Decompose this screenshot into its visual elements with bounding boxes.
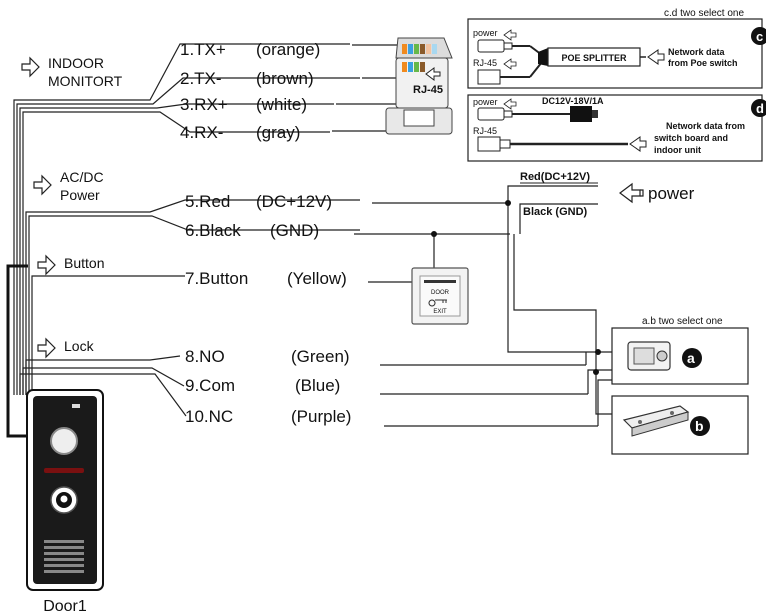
outline-arrow-icon xyxy=(37,337,56,359)
black-gnd-label: Black (GND) xyxy=(523,206,588,218)
indoor-monitor-group: INDOOR MONITORT xyxy=(21,55,123,89)
option-c-power-label: power xyxy=(473,28,498,38)
wire-1-color: (orange) xyxy=(256,40,320,59)
wire-2-color: (brown) xyxy=(256,69,314,88)
outline-arrow-left-icon xyxy=(425,67,441,81)
option-d-note-line1: Network data from xyxy=(666,121,745,131)
option-c-badge: c xyxy=(756,29,763,44)
wire-8-color: (Green) xyxy=(291,347,350,366)
option-ab-header: a.b two select one xyxy=(642,316,723,327)
wire-8-num: 8.NO xyxy=(185,347,225,366)
option-d-note-line3: indoor unit xyxy=(654,145,701,155)
button-group: Button xyxy=(37,254,104,276)
door-station: Door1 xyxy=(26,389,104,614)
option-d-box: d power DC12V-18V/1A RJ-45 Network data … xyxy=(467,94,766,162)
outline-arrow-left-icon xyxy=(503,98,517,110)
door-label: Door1 xyxy=(43,598,87,614)
wire-7-color: (Yellow) xyxy=(287,269,347,288)
power-supply-labels: Red(DC+12V) Black (GND) power xyxy=(520,171,695,218)
option-c-rj45-label: RJ-45 xyxy=(473,58,497,68)
red-dc-label: Red(DC+12V) xyxy=(520,171,590,183)
power-group: AC/DC Power xyxy=(33,169,104,203)
wire-labels: 1.TX+ (orange) 2.TX- (brown) 3.RX+ (whit… xyxy=(180,40,351,426)
cable-bundle xyxy=(13,43,360,417)
option-c-box: c.d two select one c power RJ-45 POE SPL… xyxy=(467,8,766,89)
power-label-line1: AC/DC xyxy=(60,169,104,185)
magnetic-strike-lock-icon xyxy=(622,405,690,437)
bundle-bracket xyxy=(6,264,28,438)
wire-2-num: 2.TX- xyxy=(180,69,222,88)
rj45-jack: RJ-45 xyxy=(385,37,453,135)
speaker-grille xyxy=(44,540,84,573)
outline-arrow-left-icon xyxy=(503,29,517,41)
outline-arrow-left-icon xyxy=(647,49,665,65)
option-d-power-label: power xyxy=(473,97,498,107)
exit-button-line1: DOOR xyxy=(431,290,450,296)
option-c-note-line2: from Poe switch xyxy=(668,58,738,68)
option-d-rj45-label: RJ-45 xyxy=(473,126,497,136)
option-c-note-line1: Network data xyxy=(668,47,726,57)
key-icon xyxy=(428,299,447,307)
wire-6-num: 6.Black xyxy=(185,221,241,240)
option-d-badge: d xyxy=(756,101,764,116)
adapter-label: DC12V-18V/1A xyxy=(542,96,604,106)
lock-options: a.b two select one a b xyxy=(611,316,749,455)
wire-5-num: 5.Red xyxy=(185,192,230,211)
outline-arrow-icon xyxy=(37,254,56,276)
camera-icon xyxy=(50,427,78,455)
power-label-line2: Power xyxy=(60,187,100,203)
wire-10-color: (Purple) xyxy=(291,407,351,426)
outline-arrow-left-icon xyxy=(503,58,517,70)
lock-group: Lock xyxy=(37,337,95,359)
wire-5-color: (DC+12V) xyxy=(256,192,332,211)
button-label: Button xyxy=(64,255,104,271)
electric-bolt-lock-icon xyxy=(627,341,671,371)
wire-3-num: 3.RX+ xyxy=(180,95,228,114)
wire-4-color: (gray) xyxy=(256,123,300,142)
wire-7-num: 7.Button xyxy=(185,269,248,288)
indoor-label-line1: INDOOR xyxy=(48,55,104,71)
outline-arrow-left-icon xyxy=(629,136,647,152)
wire-6-color: (GND) xyxy=(270,221,319,240)
option-a-badge: a xyxy=(687,350,695,366)
power-input-label: power xyxy=(648,184,695,203)
option-b-badge: b xyxy=(695,418,704,434)
outline-arrow-icon xyxy=(21,56,40,78)
rj45-label: RJ-45 xyxy=(413,84,443,96)
option-d-note-line2: switch board and xyxy=(654,133,728,143)
rj45-pins xyxy=(402,44,437,72)
outline-arrow-icon xyxy=(33,174,52,196)
wire-1-num: 1.TX+ xyxy=(180,40,226,59)
junction-dots xyxy=(431,200,601,375)
poe-splitter-label: POE SPLITTER xyxy=(561,53,627,63)
exit-button: DOOR EXIT xyxy=(411,267,469,325)
indoor-label-line2: MONITORT xyxy=(48,73,123,89)
wire-4-num: 4.RX- xyxy=(180,123,223,142)
lock-label: Lock xyxy=(64,338,95,354)
exit-button-line2: EXIT xyxy=(433,309,447,315)
outline-arrow-left-icon xyxy=(619,182,641,204)
wire-10-num: 10.NC xyxy=(185,407,233,426)
option-c-header: c.d two select one xyxy=(664,8,744,19)
wire-9-color: (Blue) xyxy=(295,376,340,395)
wire-3-color: (white) xyxy=(256,95,307,114)
wire-9-num: 9.Com xyxy=(185,376,235,395)
